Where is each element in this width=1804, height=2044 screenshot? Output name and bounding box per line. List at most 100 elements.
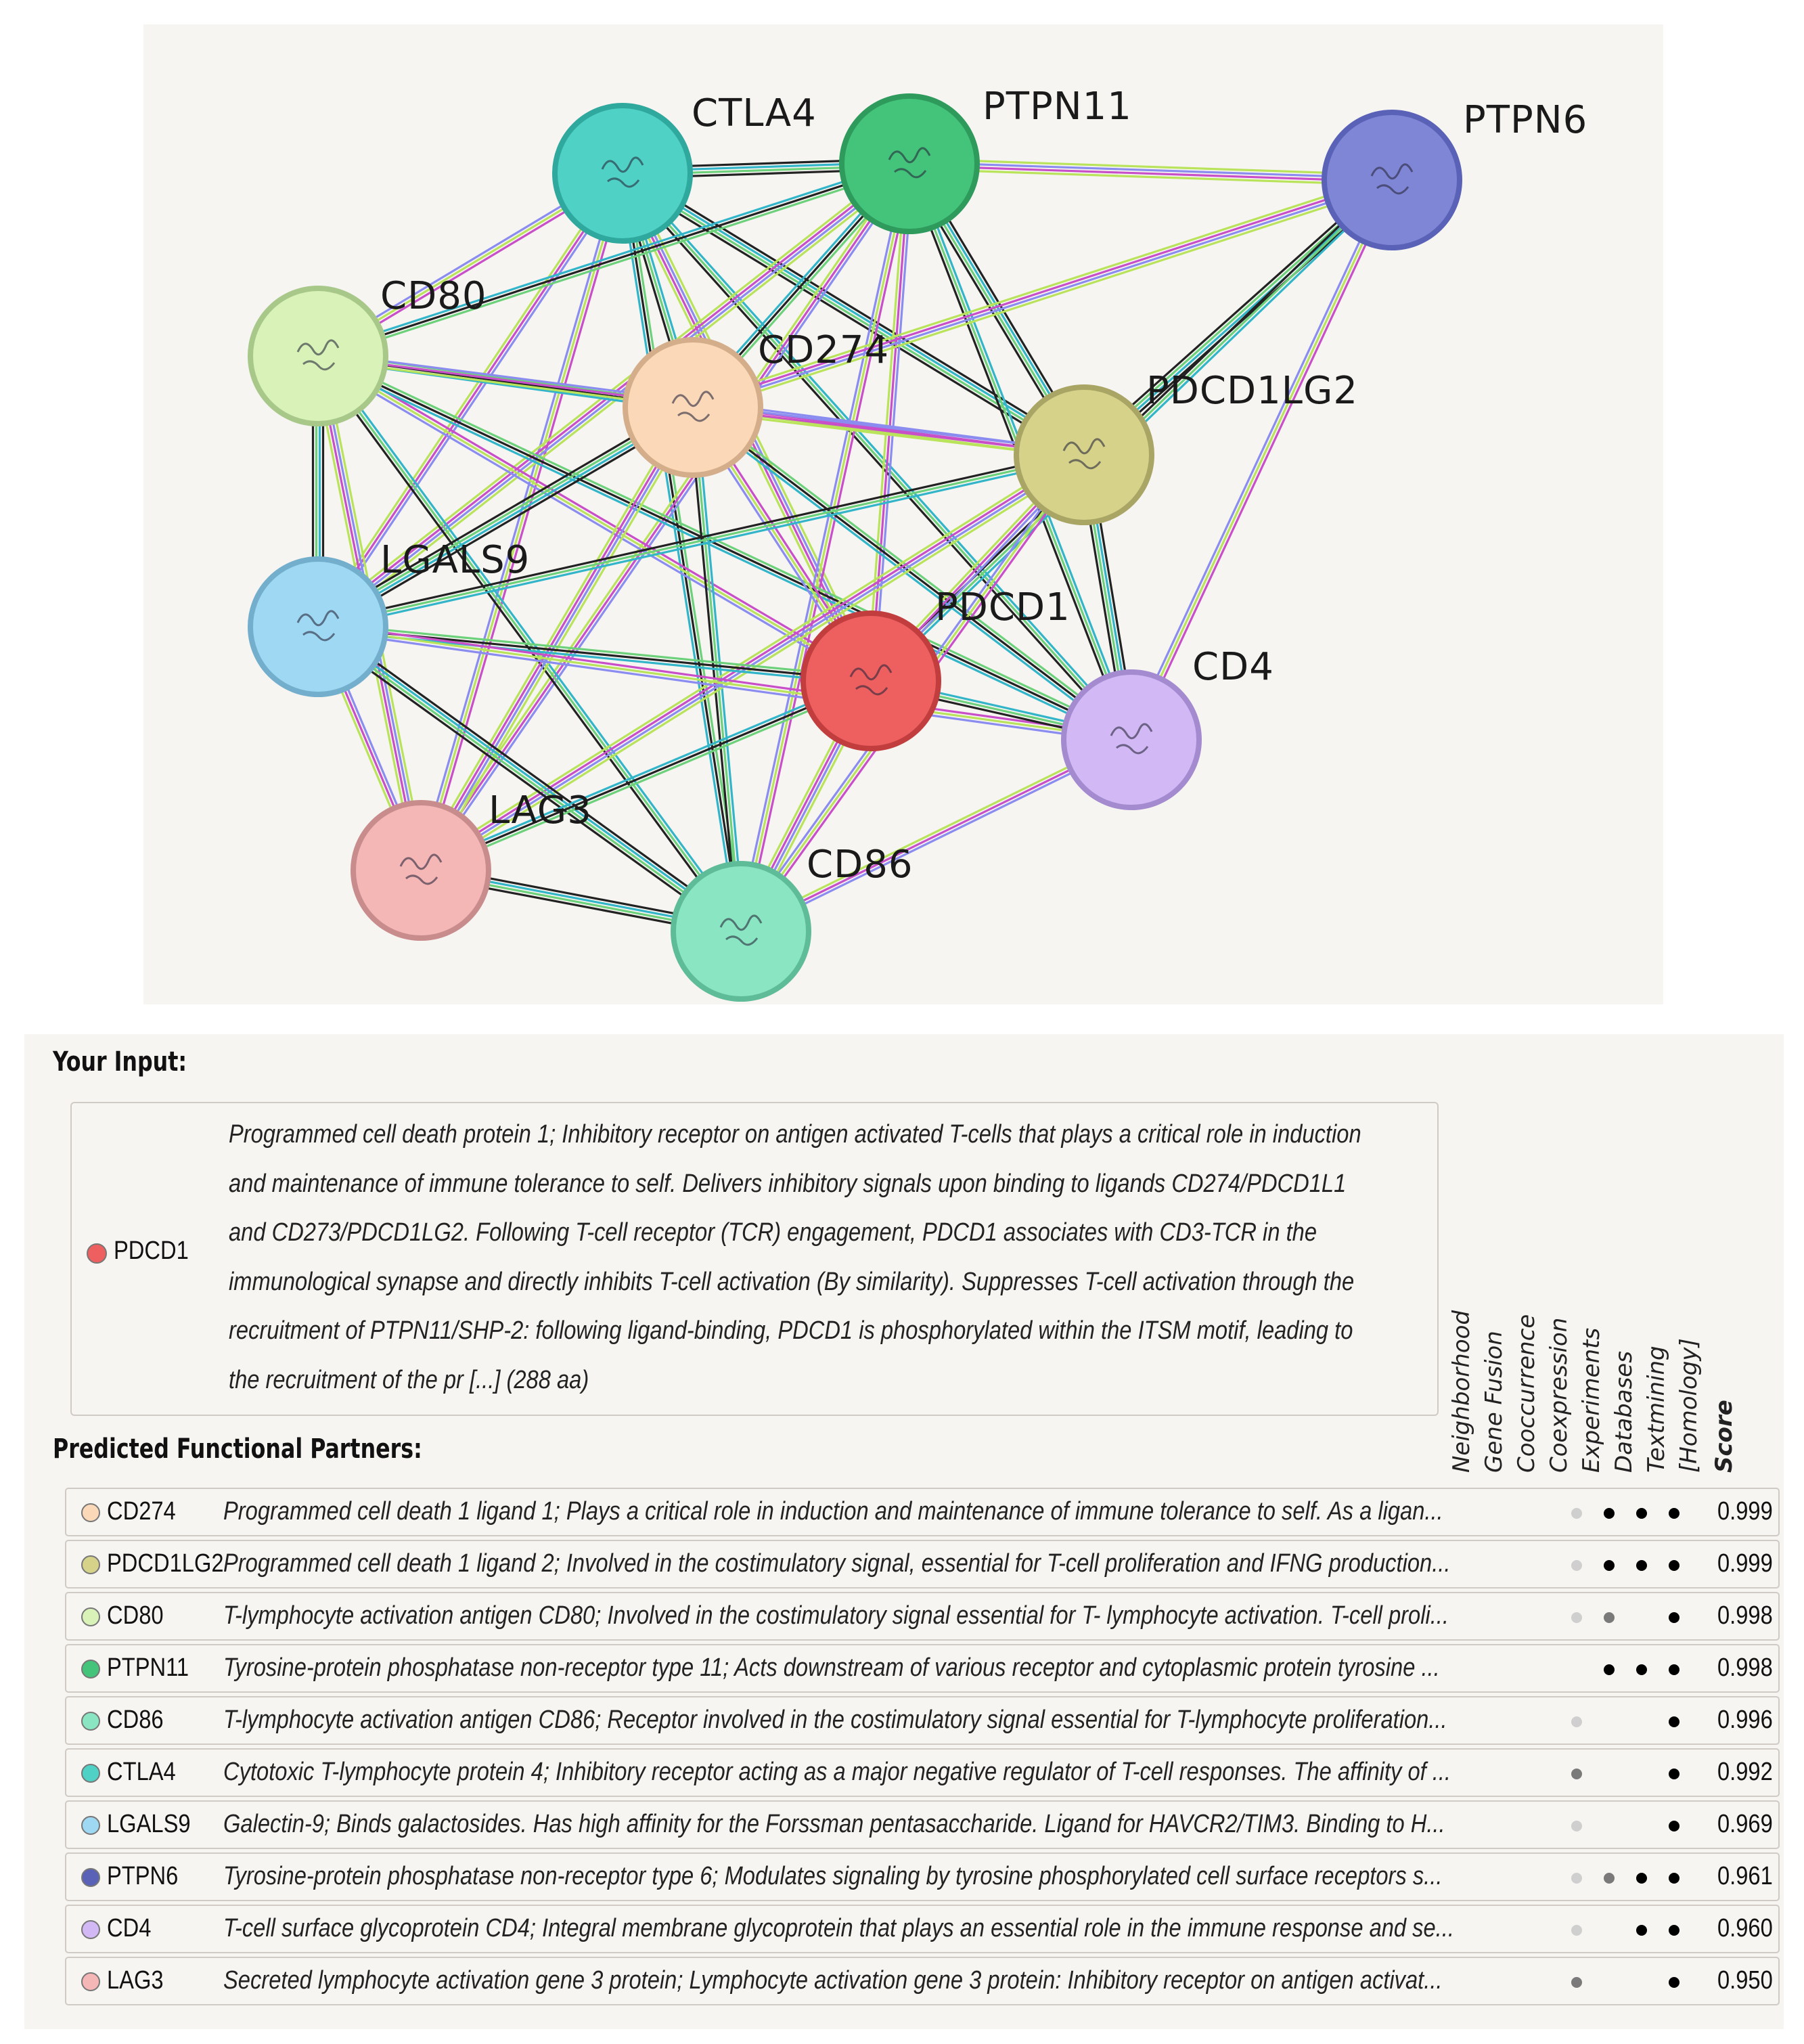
evidence-dot-experiments <box>1604 1508 1615 1519</box>
node-cd274[interactable]: CD274 <box>623 328 889 478</box>
edge-evidence-line <box>691 174 1391 404</box>
edge-evidence-line <box>422 683 873 875</box>
node-lgals9[interactable]: LGALS9 <box>248 538 530 697</box>
node-label: PDCD1LG2 <box>1146 369 1358 413</box>
input-protein-card[interactable]: PDCD1 Programmed cell death protein 1; I… <box>70 1102 1439 1416</box>
edge-evidence-line <box>314 357 740 934</box>
evidence-dot-textmining <box>1669 1769 1679 1779</box>
edge-PTPN11-PDCD1[interactable] <box>866 163 914 682</box>
evidence-dot-textmining <box>1669 1664 1679 1675</box>
edge-CD274-CD4[interactable] <box>690 403 1134 744</box>
partner-color-dot <box>81 1972 100 1991</box>
edge-CD4-CD86[interactable] <box>739 736 1133 935</box>
edge-PTPN11-CD80[interactable] <box>316 159 911 361</box>
partner-name[interactable]: CD4 <box>107 1914 152 1942</box>
column-header-textmining: Textmining <box>1643 1346 1670 1473</box>
partner-score: 0.960 <box>1717 1914 1773 1942</box>
edge-LGALS9-CD86[interactable] <box>314 621 745 937</box>
edge-evidence-line <box>619 175 1130 743</box>
node-ptpn6[interactable]: PTPN6 <box>1322 98 1587 250</box>
node-cd4[interactable]: CD4 <box>1061 645 1274 810</box>
partner-name[interactable]: PTPN6 <box>107 1862 179 1890</box>
partner-score: 0.969 <box>1717 1810 1773 1838</box>
edge-evidence-line <box>319 352 874 680</box>
edge-CD274-LAG3[interactable] <box>415 404 698 874</box>
edge-evidence-line <box>317 355 1132 741</box>
column-header-coexpression: Coexpression <box>1546 1317 1573 1473</box>
partner-score: 0.992 <box>1717 1758 1773 1786</box>
protein-structure-icon <box>399 853 443 885</box>
node-ctla4[interactable]: CTLA4 <box>552 91 817 244</box>
edge-evidence-line <box>1133 181 1396 742</box>
edge-CD274-LGALS9[interactable] <box>315 402 696 632</box>
node-label: PTPN6 <box>1463 98 1587 142</box>
partner-score: 0.961 <box>1717 1862 1773 1890</box>
edge-evidence-line <box>693 180 1393 410</box>
edge-evidence-line <box>317 629 1131 745</box>
input-protein-name[interactable]: PDCD1 <box>114 1237 189 1265</box>
edge-PDCD1LG2-LGALS9[interactable] <box>317 450 1085 631</box>
node-circle <box>248 556 388 697</box>
edge-evidence-line <box>320 166 914 632</box>
column-header-databases: Databases <box>1610 1351 1638 1473</box>
edge-evidence-line <box>318 622 872 679</box>
edge-CD80-CD4[interactable] <box>316 352 1133 744</box>
edge-CTLA4-LAG3[interactable] <box>416 172 627 872</box>
edge-PTPN6-CD274[interactable] <box>691 174 1394 414</box>
evidence-dot-textmining <box>1669 1716 1679 1727</box>
edge-PDCD1-LAG3[interactable] <box>419 676 873 875</box>
edge-evidence-line <box>317 355 872 682</box>
node-ptpn11[interactable]: PTPN11 <box>839 85 1132 234</box>
evidence-dot-databases <box>1636 1560 1647 1571</box>
partner-name[interactable]: CD274 <box>107 1497 176 1526</box>
node-pdcd1lg2[interactable]: PDCD1LG2 <box>1014 369 1358 525</box>
partner-name[interactable]: LAG3 <box>107 1966 164 1995</box>
edge-CD80-PDCD1[interactable] <box>315 352 874 685</box>
partner-description: Programmed cell death 1 ligand 2; Involv… <box>223 1549 1451 1578</box>
node-lag3[interactable]: LAG3 <box>351 788 592 941</box>
edge-CTLA4-CD86[interactable] <box>618 172 746 933</box>
partner-description: Cytotoxic T-lymphocyte protein 4; Inhibi… <box>223 1758 1451 1786</box>
edge-CTLA4-CD4[interactable] <box>619 170 1135 743</box>
edge-evidence-line <box>419 676 870 868</box>
edge-PTPN11-CD86[interactable] <box>736 162 914 933</box>
edge-evidence-line <box>621 173 742 932</box>
partner-name[interactable]: CD80 <box>107 1601 164 1630</box>
partner-name[interactable]: CTLA4 <box>107 1758 176 1786</box>
node-circle <box>800 610 941 751</box>
edge-PTPN11-PTPN6[interactable] <box>909 157 1393 187</box>
node-cd86[interactable]: CD86 <box>671 843 913 1002</box>
protein-structure-icon <box>671 391 715 422</box>
partner-score: 0.998 <box>1717 1653 1773 1682</box>
edge-LGALS9-CD4[interactable] <box>317 622 1132 745</box>
protein-structure-icon <box>601 156 644 188</box>
partner-name[interactable]: LGALS9 <box>107 1810 191 1838</box>
node-pdcd1[interactable]: PDCD1 <box>800 585 1070 751</box>
node-label: PTPN11 <box>983 85 1132 129</box>
results-panel: Your Input: PDCD1 Programmed cell death … <box>24 1034 1784 2029</box>
your-input-heading: Your Input: <box>53 1046 187 1077</box>
partner-score: 0.999 <box>1717 1497 1773 1526</box>
protein-structure-icon <box>1062 438 1106 470</box>
partner-name[interactable]: PTPN11 <box>107 1653 189 1682</box>
node-cd80[interactable]: CD80 <box>248 274 487 426</box>
partner-name[interactable]: PDCD1LG2 <box>107 1549 224 1578</box>
partner-name[interactable]: CD86 <box>107 1706 164 1734</box>
node-label: CD86 <box>807 843 913 887</box>
edge-CTLA4-LGALS9[interactable] <box>314 171 627 629</box>
partners-heading: Predicted Functional Partners: <box>53 1434 422 1465</box>
edge-PTPN6-CD4[interactable] <box>1127 178 1396 742</box>
partner-row-ctla4[interactable]: CTLA4 Cytotoxic T-lymphocyte protein 4; I… <box>65 1748 1780 1797</box>
edge-evidence-line <box>416 172 621 870</box>
